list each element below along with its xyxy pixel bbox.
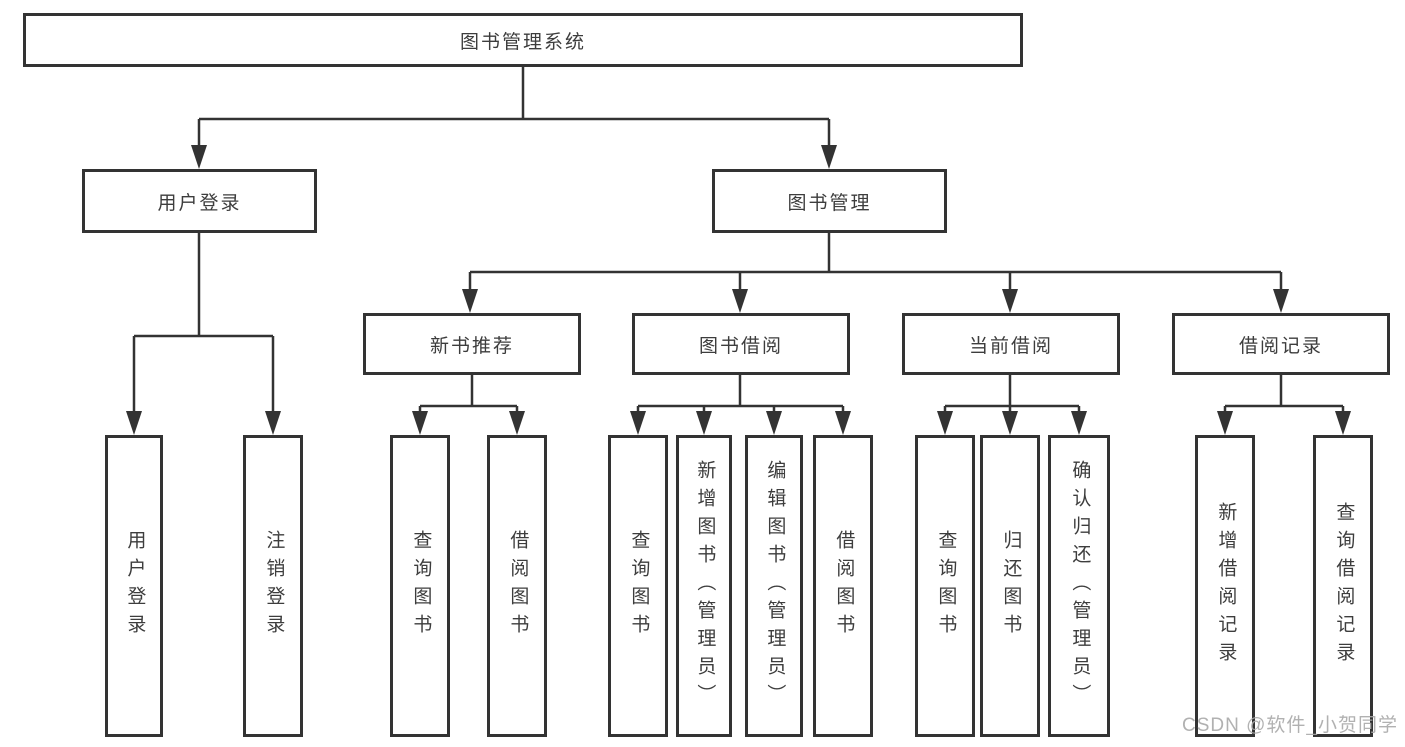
arrowhead [630,411,646,435]
node-label: 图书管理系统 [459,31,586,53]
node-label: 确认归还（管理员） [1069,460,1091,712]
node-label: 用户登录 [124,530,146,642]
node-current-borrow: 当前借阅 [902,313,1120,375]
arrowhead [937,411,953,435]
arrowhead [766,411,782,435]
connector-book-management-to-level3 [462,233,1289,313]
node-book-borrow: 图书借阅 [632,313,850,375]
node-label: 注销登录 [263,530,285,642]
node-label: 查询图书 [628,530,650,642]
leaf-borrow-books: 借阅图书 [813,435,873,737]
arrowhead [1002,289,1018,313]
arrowhead [462,289,478,313]
leaf-edit-book-admin: 编辑图书（管理员） [745,435,803,737]
node-label: 新增借阅记录 [1215,502,1237,670]
leaf-add-book-admin: 新增图书（管理员） [676,435,732,737]
arrowhead [1002,411,1018,435]
node-label: 当前借阅 [968,335,1053,357]
node-label: 新增图书（管理员） [694,460,716,712]
node-label: 查询借阅记录 [1333,502,1355,670]
leaf-query-books-current: 查询图书 [915,435,975,737]
node-label: 查询图书 [935,530,957,642]
node-label: 借阅图书 [507,530,529,642]
arrowhead [1335,411,1351,435]
arrowhead [1217,411,1233,435]
arrowhead [265,411,281,435]
arrowhead [835,411,851,435]
node-label: 图书借阅 [698,335,783,357]
arrowhead [1273,289,1289,313]
node-label: 用户登录 [157,192,242,214]
node-label: 借阅记录 [1238,335,1323,357]
arrowhead [126,411,142,435]
node-label: 编辑图书（管理员） [764,460,786,712]
arrowhead [1071,411,1087,435]
connector-user-login-to-leaves [126,233,281,435]
node-library-management-system: 图书管理系统 [23,13,1023,67]
connector-book-borrow-to-leaves [630,375,851,435]
arrowhead [412,411,428,435]
leaf-query-books-borrow: 查询图书 [608,435,668,737]
node-label: 新书推荐 [429,335,514,357]
node-label: 查询图书 [410,530,432,642]
node-label: 借阅图书 [833,530,855,642]
connector-current-borrow-to-leaves [937,375,1087,435]
node-borrow-records: 借阅记录 [1172,313,1390,375]
node-user-login: 用户登录 [82,169,317,233]
arrowhead [732,289,748,313]
arrowhead [696,411,712,435]
leaf-add-borrow-record: 新增借阅记录 [1195,435,1255,737]
connector-new-book-recommend-to-leaves [412,375,525,435]
csdn-watermark: CSDN @软件_小贺同学 [1182,715,1398,736]
node-book-management: 图书管理 [712,169,947,233]
node-label: 归还图书 [1000,530,1022,642]
leaf-user-login: 用户登录 [105,435,163,737]
arrowhead [509,411,525,435]
leaf-borrow-books-recommend: 借阅图书 [487,435,547,737]
connector-borrow-records-to-leaves [1217,375,1351,435]
leaf-confirm-return-admin: 确认归还（管理员） [1048,435,1110,737]
leaf-logout: 注销登录 [243,435,303,737]
arrowhead [191,145,207,169]
arrowhead [821,145,837,169]
node-new-book-recommend: 新书推荐 [363,313,581,375]
connector-root-to-level2 [191,67,837,169]
node-label: 图书管理 [787,192,872,214]
leaf-query-borrow-record: 查询借阅记录 [1313,435,1373,737]
leaf-return-books: 归还图书 [980,435,1040,737]
leaf-query-books-recommend: 查询图书 [390,435,450,737]
